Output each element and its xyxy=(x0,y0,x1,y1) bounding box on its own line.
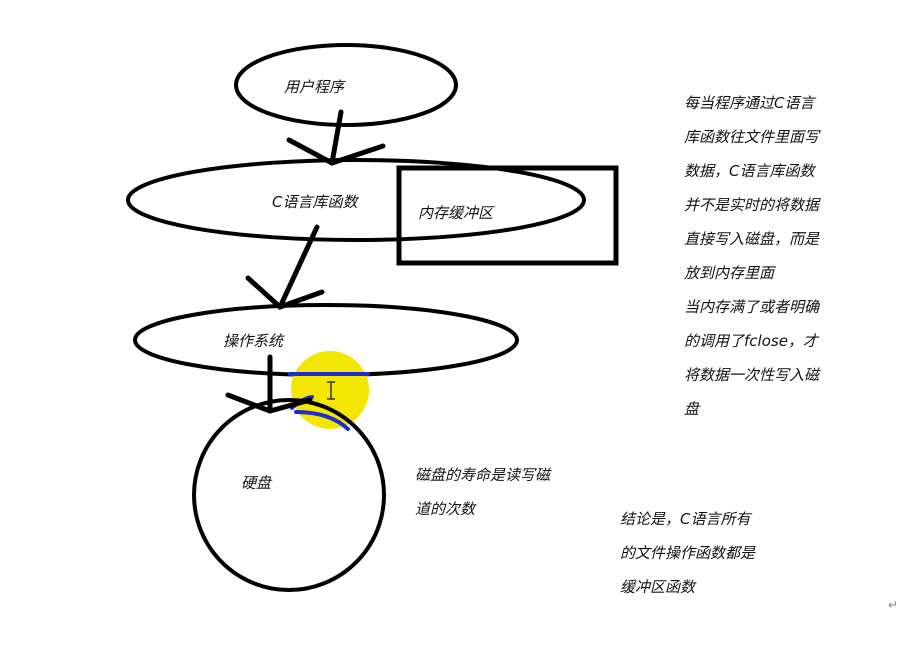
note-line: 当内存满了或者明确 xyxy=(684,298,820,316)
user-program-label: 用户程序 xyxy=(284,78,346,96)
note-line: 缓冲区函数 xyxy=(620,578,696,596)
arrow-program-to-library xyxy=(286,109,386,166)
cursor-highlight xyxy=(291,351,369,429)
note-line: 结论是，C语言所有 xyxy=(620,510,751,528)
note-line: 磁盘的寿命是读写磁 xyxy=(415,466,551,484)
memory-buffer-box xyxy=(396,165,619,266)
note-line: 的文件操作函数都是 xyxy=(620,544,756,562)
memory-buffer-label: 内存缓冲区 xyxy=(418,204,495,222)
note-line: 库函数往文件里面写 xyxy=(684,128,820,146)
note-line: 并不是实时的将数据 xyxy=(684,196,820,214)
user-program-node xyxy=(234,43,458,127)
text-cursor-icon xyxy=(327,381,335,400)
note-line: 盘 xyxy=(684,400,700,418)
hard-disk-node xyxy=(192,398,386,592)
operating-system-label: 操作系统 xyxy=(223,332,285,350)
c-library-label: C语言库函数 xyxy=(272,193,359,211)
note-line: 直接写入磁盘，而是 xyxy=(684,230,820,248)
note-line: 将数据一次性写入磁 xyxy=(684,366,820,384)
disk-lifespan-note: 磁盘的寿命是读写磁 道的次数 xyxy=(415,458,550,526)
paragraph-return-mark: ↵ xyxy=(888,598,899,612)
note-line: 的调用了fclose，才 xyxy=(684,332,818,350)
conclusion-note: 结论是，C语言所有 的文件操作函数都是 缓冲区函数 xyxy=(620,502,755,604)
note-line: 道的次数 xyxy=(415,500,476,518)
buffer-explanation-note: 每当程序通过C语言 库函数往文件里面写 数据，C语言库函数 并不是实时的将数据 … xyxy=(684,86,819,426)
note-line: 每当程序通过C语言 xyxy=(684,94,815,112)
note-line: 放到内存里面 xyxy=(684,264,775,282)
hard-disk-label: 硬盘 xyxy=(241,474,273,492)
c-library-node xyxy=(126,158,586,242)
note-line: 数据，C语言库函数 xyxy=(684,162,815,180)
